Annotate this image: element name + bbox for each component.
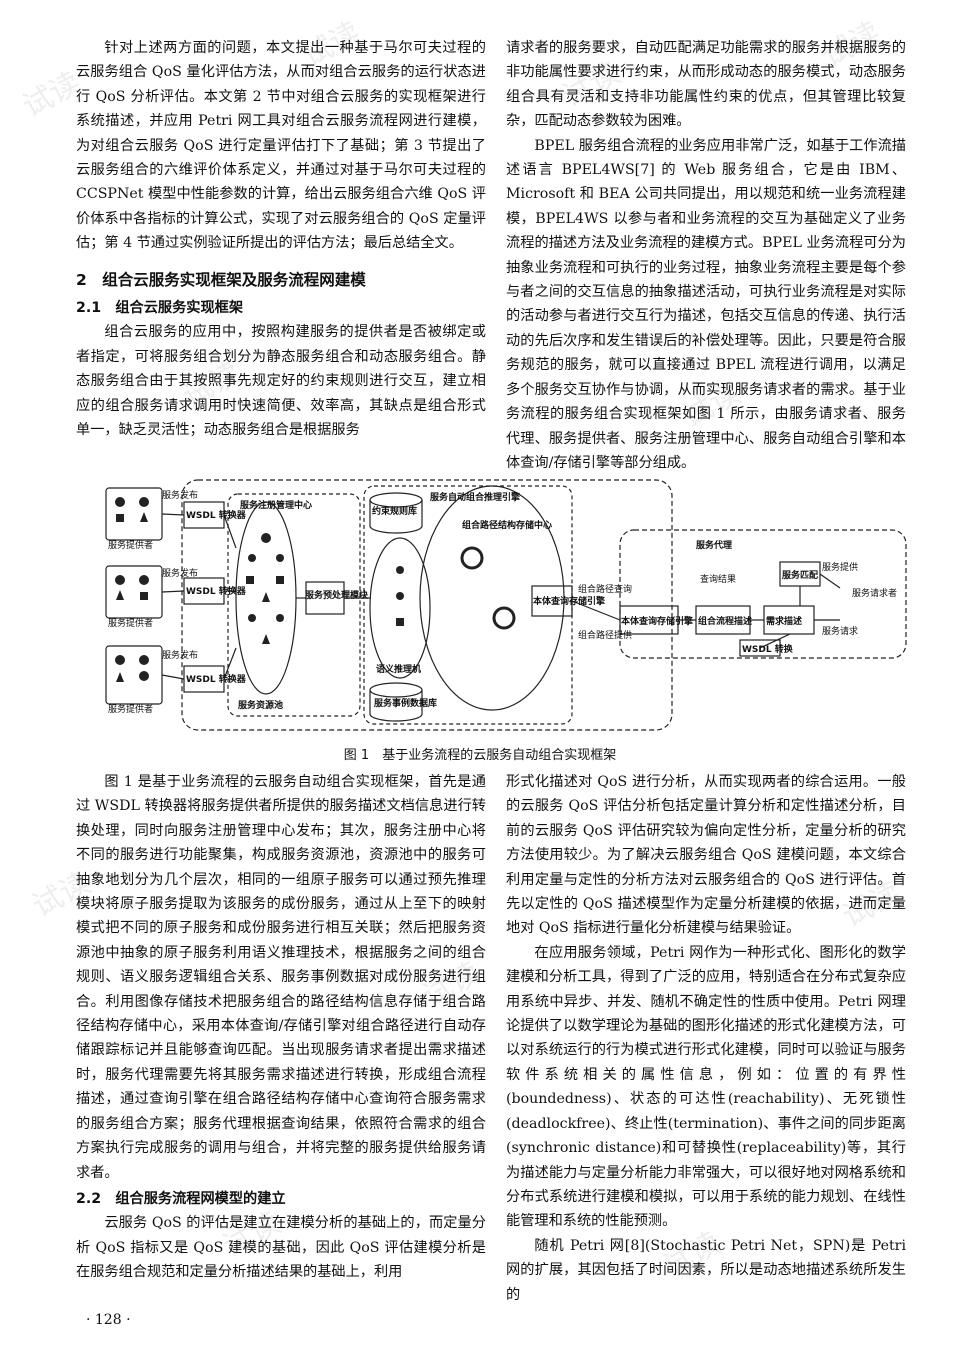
semantic-engine: 语义推理机 bbox=[376, 663, 421, 675]
registry-center: 服务注册管理中心 bbox=[240, 499, 312, 511]
subsection-heading: 2.2 组合服务流程网模型的建立 bbox=[76, 1190, 286, 1207]
service-requester: 服务请求者 bbox=[852, 587, 897, 599]
paragraph: 图 1 是基于业务流程的云服务自动组合实现框架，首先是通过 WSDL 转换器将服… bbox=[76, 774, 486, 1181]
label-publish: 服务发布 bbox=[162, 649, 198, 661]
wsdl-convert: WSDL 转换 bbox=[742, 643, 794, 655]
wsdl-converter: WSDL 转换器 bbox=[186, 509, 247, 521]
left-column-top: 针对上述两方面的问题，本文提出一种基于马尔可夫过程的云服务组合 QoS 量化评估… bbox=[76, 36, 486, 443]
ontology-engine-2: 本体查询存储引擎 bbox=[621, 615, 693, 627]
path-provide: 组合路径提供 bbox=[578, 629, 632, 641]
framework-figure: 服务提供者 服务提供者 服务提供者 服务发布 服务发布 服务发布 WSDL 转换… bbox=[105, 479, 907, 731]
paragraph: 请求者的服务要求，自动匹配满足功能需求的服务并根据服务的非功能属性要求进行约束，… bbox=[506, 40, 906, 130]
paragraph: 在应用服务领域，Petri 网作为一种形式化、图形化的数学建模和分析工具，得到了… bbox=[506, 944, 906, 1230]
service-request: 服务请求 bbox=[822, 625, 858, 637]
paragraph: 随机 Petri 网[8](Stochastic Petri Net，SPN)是… bbox=[506, 1237, 906, 1303]
resource-pool: 服务资源池 bbox=[238, 699, 283, 711]
paragraph: 针对上述两方面的问题，本文提出一种基于马尔可夫过程的云服务组合 QoS 量化评估… bbox=[76, 40, 486, 252]
paragraph: 形式化描述对 QoS 进行分析，从而实现两者的综合运用。一般的云服务 QoS 评… bbox=[506, 774, 906, 937]
wsdl-converter: WSDL 转换器 bbox=[186, 673, 247, 685]
section-heading: 2 组合云服务实现框架及服务流程网建模 bbox=[76, 270, 366, 289]
ontology-engine: 本体查询存储引擎 bbox=[533, 595, 605, 607]
right-column-bottom: 形式化描述对 QoS 进行分析，从而实现两者的综合运用。一般的云服务 QoS 评… bbox=[506, 770, 906, 1307]
left-column-bottom: 图 1 是基于业务流程的云服务自动组合实现框架，首先是通过 WSDL 转换器将服… bbox=[76, 770, 486, 1285]
label-provider: 服务提供者 bbox=[108, 539, 153, 551]
label-provider: 服务提供者 bbox=[108, 703, 153, 715]
engine-label: 服务自动组合推理引擎 bbox=[430, 491, 520, 503]
page-number: · 128 · bbox=[86, 1312, 131, 1328]
service-match: 服务匹配 bbox=[782, 569, 818, 581]
paragraph: BPEL 服务组合流程的业务应用非常广泛，如基于工作流描述语言 BPEL4WS[… bbox=[506, 137, 906, 471]
label-provider: 服务提供者 bbox=[108, 617, 153, 629]
path-query: 组合路径查询 bbox=[578, 583, 632, 595]
agent-label: 服务代理 bbox=[696, 539, 732, 551]
label-publish: 服务发布 bbox=[162, 567, 198, 579]
paragraph: 组合云服务的应用中，按照构建服务的提供者是否被绑定或者指定，可将服务组合划分为静… bbox=[76, 324, 486, 439]
right-column-top: 请求者的服务要求，自动匹配满足功能需求的服务并根据服务的非功能属性要求进行约束，… bbox=[506, 36, 906, 475]
label-publish: 服务发布 bbox=[162, 489, 198, 501]
service-provide: 服务提供 bbox=[822, 561, 858, 573]
paragraph: 云服务 QoS 的评估是建立在建模分析的基础上的，而定量分析 QoS 指标又是 … bbox=[76, 1215, 486, 1281]
path-center: 组合路径结构存储中心 bbox=[462, 519, 552, 531]
instance-db: 服务事例数据库 bbox=[374, 697, 437, 709]
subsection-heading: 2.1 组合云服务实现框架 bbox=[76, 300, 244, 317]
rule-db: 约束规则库 bbox=[372, 505, 417, 517]
wsdl-converter: WSDL 转换器 bbox=[186, 585, 247, 597]
preprocess-module: 服务预处理模块 bbox=[305, 589, 369, 601]
flow-description: 组合流程描述 bbox=[698, 615, 752, 627]
query-result: 查询结果 bbox=[700, 573, 736, 585]
requirement-description: 需求描述 bbox=[766, 615, 802, 627]
figure-caption: 图 1 基于业务流程的云服务自动组合实现框架 bbox=[343, 748, 617, 763]
